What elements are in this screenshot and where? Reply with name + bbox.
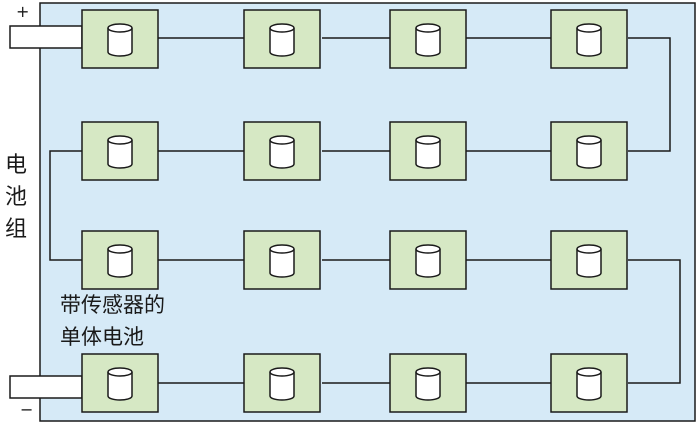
battery-cell-icon [269, 23, 295, 57]
battery-cell-icon [415, 135, 441, 169]
cell-module [81, 121, 159, 181]
cell-module [550, 121, 628, 181]
battery-cell-icon [576, 135, 602, 169]
battery-cell-icon [576, 244, 602, 278]
battery-cell-icon [269, 244, 295, 278]
battery-cell-icon [415, 23, 441, 57]
positive-terminal [9, 25, 83, 49]
cell-module [81, 230, 159, 290]
cell-module [389, 121, 467, 181]
cell-module [389, 230, 467, 290]
cell-module [550, 9, 628, 69]
cell-module [81, 353, 159, 413]
negative-terminal [9, 375, 83, 399]
cell-label-line-2: 单体电池 [60, 325, 144, 349]
cell-label-line-1: 带传感器的 [60, 293, 165, 317]
cell-module [243, 353, 321, 413]
cell-module [389, 9, 467, 69]
cell-module [550, 230, 628, 290]
cell-module [81, 9, 159, 69]
cell-module [243, 9, 321, 69]
series-wiring [49, 37, 681, 384]
cell-module [389, 353, 467, 413]
cell-module [550, 353, 628, 413]
battery-cell-icon [415, 367, 441, 401]
battery-cell-icon [107, 135, 133, 169]
battery-cell-icon [415, 244, 441, 278]
battery-cell-icon [107, 367, 133, 401]
cell-module [243, 230, 321, 290]
battery-cell-icon [269, 367, 295, 401]
battery-cell-icon [576, 23, 602, 57]
battery-pack-enclosure [39, 2, 696, 422]
battery-pack-label: 电池组 [4, 153, 27, 242]
cell-module [243, 121, 321, 181]
cell-with-sensor-label: 带传感器的 单体电池 [60, 289, 196, 353]
battery-cell-icon [576, 367, 602, 401]
battery-cell-icon [269, 135, 295, 169]
negative-sign: − [20, 400, 34, 419]
battery-cell-icon [107, 23, 133, 57]
positive-sign: + [16, 2, 30, 21]
battery-cell-icon [107, 244, 133, 278]
cell-modules [81, 9, 628, 413]
